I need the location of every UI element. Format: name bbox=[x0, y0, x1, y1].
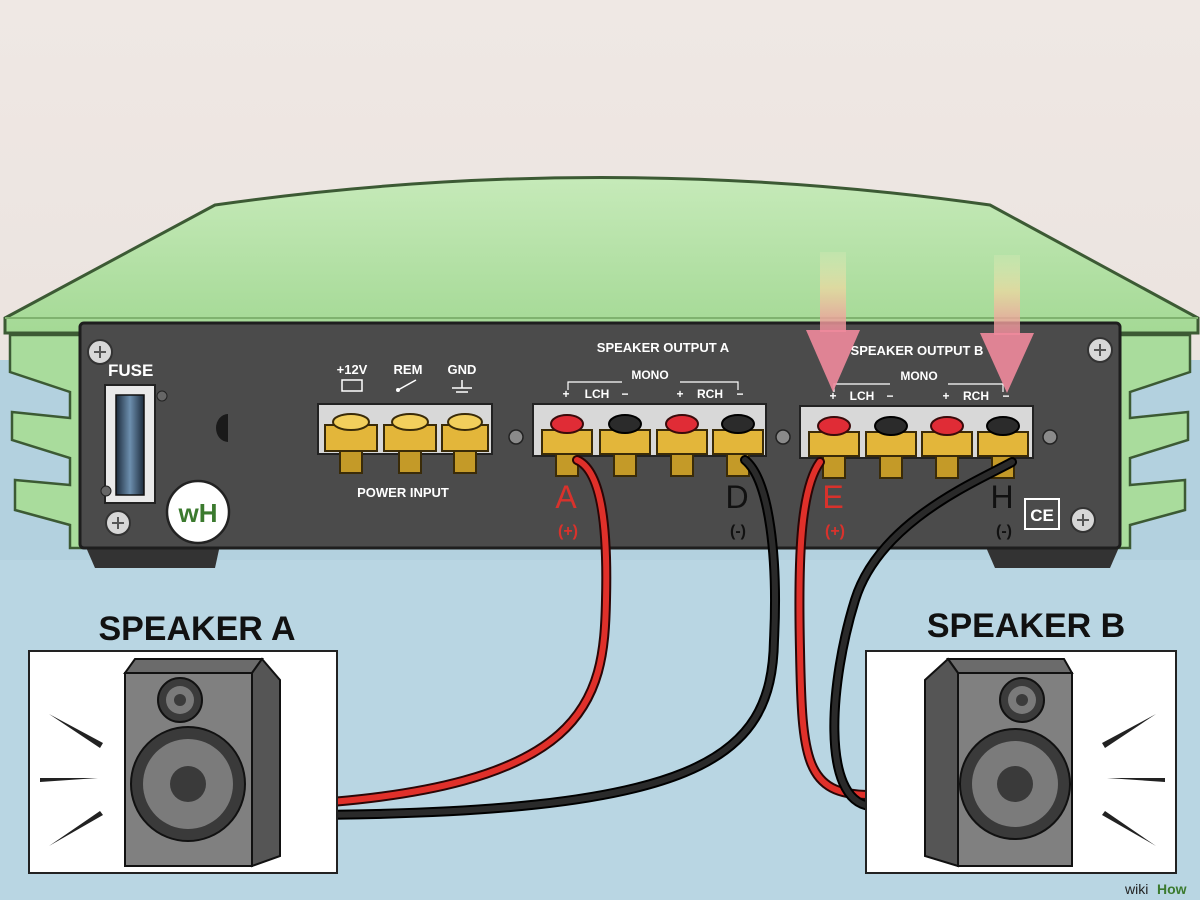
output-b-lch-label: LCH bbox=[850, 389, 875, 403]
sound-lines-b bbox=[1102, 714, 1165, 846]
output-a-rch-plus: + bbox=[676, 387, 683, 401]
terminal-sign-e: (+) bbox=[825, 523, 845, 540]
power-input-block bbox=[317, 403, 493, 474]
speaker-wires bbox=[280, 455, 1017, 820]
power-terminal-label-rem: REM bbox=[394, 362, 423, 377]
output-a-mono-label: MONO bbox=[631, 368, 668, 382]
arrow-h-icon bbox=[980, 255, 1034, 393]
output-a-rch-minus: − bbox=[736, 387, 743, 401]
power-terminal-label-gnd: GND bbox=[448, 362, 477, 377]
terminal-label-h: H bbox=[990, 479, 1013, 515]
output-a-lch-plus: + bbox=[562, 387, 569, 401]
speaker-output-a-title: SPEAKER OUTPUT A bbox=[597, 340, 730, 355]
logo-text: wH bbox=[178, 498, 218, 528]
output-a-lch-label: LCH bbox=[585, 387, 610, 401]
fuse-label: FUSE bbox=[108, 361, 153, 380]
sound-lines-a bbox=[40, 714, 103, 846]
battery-icon bbox=[341, 379, 363, 392]
speaker-output-b-block bbox=[799, 405, 1034, 479]
terminal-label-d: D bbox=[725, 479, 748, 515]
switch-icon bbox=[397, 379, 417, 391]
output-b-rch-minus: − bbox=[1002, 389, 1009, 403]
mount-hole bbox=[216, 414, 228, 442]
terminal-label-a: A bbox=[555, 479, 577, 515]
foot-right bbox=[985, 545, 1120, 568]
output-a-rch-label: RCH bbox=[697, 387, 723, 401]
speaker-a-title: SPEAKER A bbox=[98, 610, 295, 648]
terminal-label-e: E bbox=[822, 479, 843, 515]
terminal-sign-a: (+) bbox=[558, 523, 578, 540]
ce-mark: CE bbox=[1030, 506, 1054, 525]
speaker-output-b-title: SPEAKER OUTPUT B bbox=[851, 343, 984, 358]
arrow-e-icon bbox=[806, 252, 860, 392]
speaker-b-title: SPEAKER B bbox=[927, 607, 1125, 645]
terminal-sign-h: (-) bbox=[996, 523, 1012, 540]
watermark-how: How bbox=[1157, 881, 1187, 897]
terminal-sign-d: (-) bbox=[730, 523, 746, 540]
output-b-rch-plus: + bbox=[942, 389, 949, 403]
foot-left bbox=[85, 545, 220, 568]
output-a-lch-minus: − bbox=[621, 387, 628, 401]
fuse bbox=[115, 394, 145, 496]
power-input-label: POWER INPUT bbox=[357, 485, 449, 500]
output-b-lch-minus: − bbox=[886, 389, 893, 403]
amplifier-top bbox=[3, 176, 1200, 335]
output-b-lch-plus: + bbox=[829, 389, 836, 403]
speaker-output-a-block bbox=[532, 403, 767, 477]
ground-icon bbox=[452, 380, 472, 393]
speaker-b-icon bbox=[924, 657, 1074, 868]
output-b-mono-label: MONO bbox=[900, 369, 937, 383]
power-terminal-label-12v: +12V bbox=[337, 362, 368, 377]
output-b-rch-label: RCH bbox=[963, 389, 989, 403]
wikihow-logo-icon bbox=[165, 479, 231, 545]
watermark-wiki: wiki bbox=[1124, 881, 1148, 897]
speaker-a-icon bbox=[123, 657, 281, 868]
